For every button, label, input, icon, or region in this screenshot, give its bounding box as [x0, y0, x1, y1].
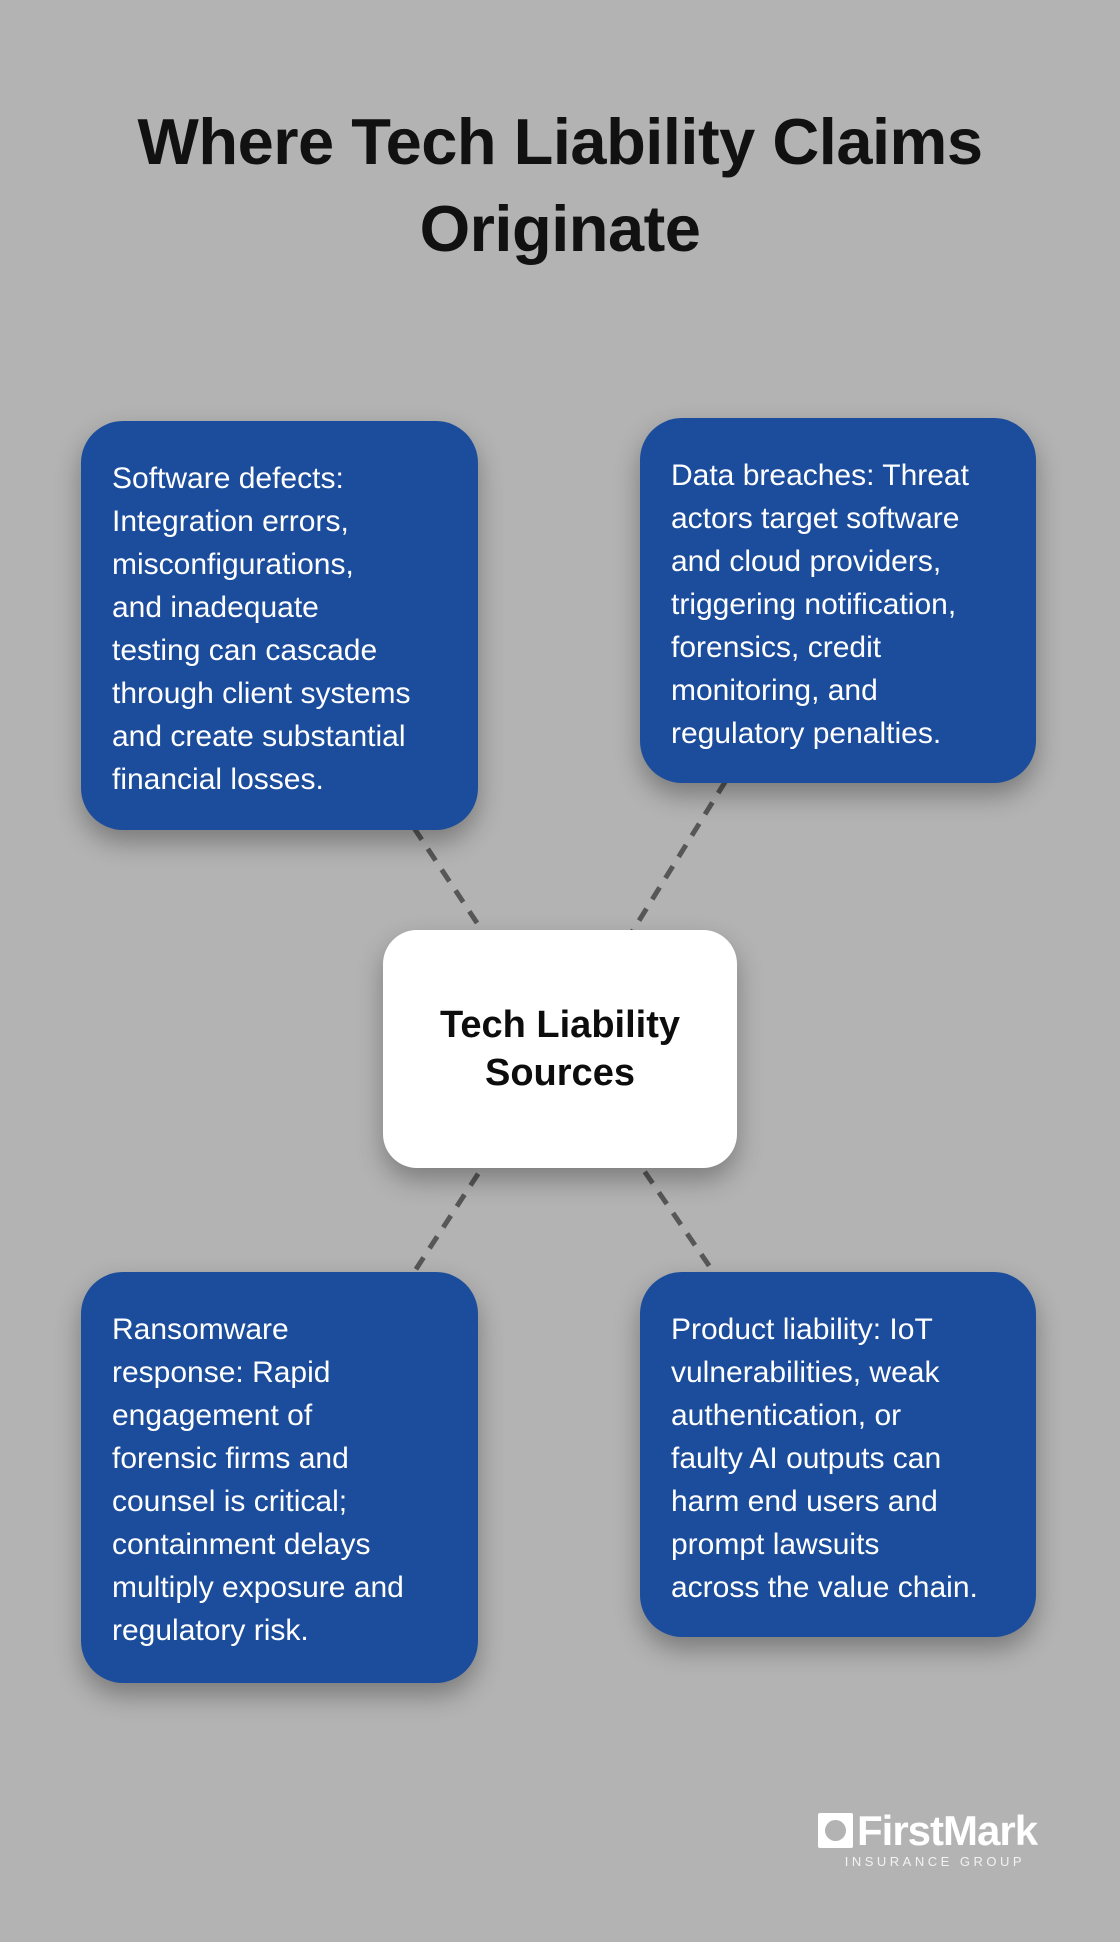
node-data-breaches: Data breaches: Threat actors target soft…: [640, 418, 1036, 783]
logo-tagline: INSURANCE GROUP: [844, 1854, 1026, 1869]
center-node-tech-liability-sources: Tech Liability Sources: [383, 930, 737, 1168]
logo-circle-cutout: [825, 1820, 846, 1841]
node-software-defects: Software defects: Integration errors, mi…: [81, 421, 478, 830]
firstmark-logo: FirstMark INSURANCE GROUP: [818, 1807, 1038, 1869]
node-product-liability: Product liability: IoT vulnerabilities, …: [640, 1272, 1036, 1637]
node-ransomware-response: Ransomware response: Rapid engagement of…: [81, 1272, 478, 1683]
firstmark-logo-icon: [818, 1813, 853, 1848]
logo-brand-name: FirstMark: [857, 1807, 1038, 1854]
page-title: Where Tech Liability Claims Originate: [137, 105, 983, 265]
